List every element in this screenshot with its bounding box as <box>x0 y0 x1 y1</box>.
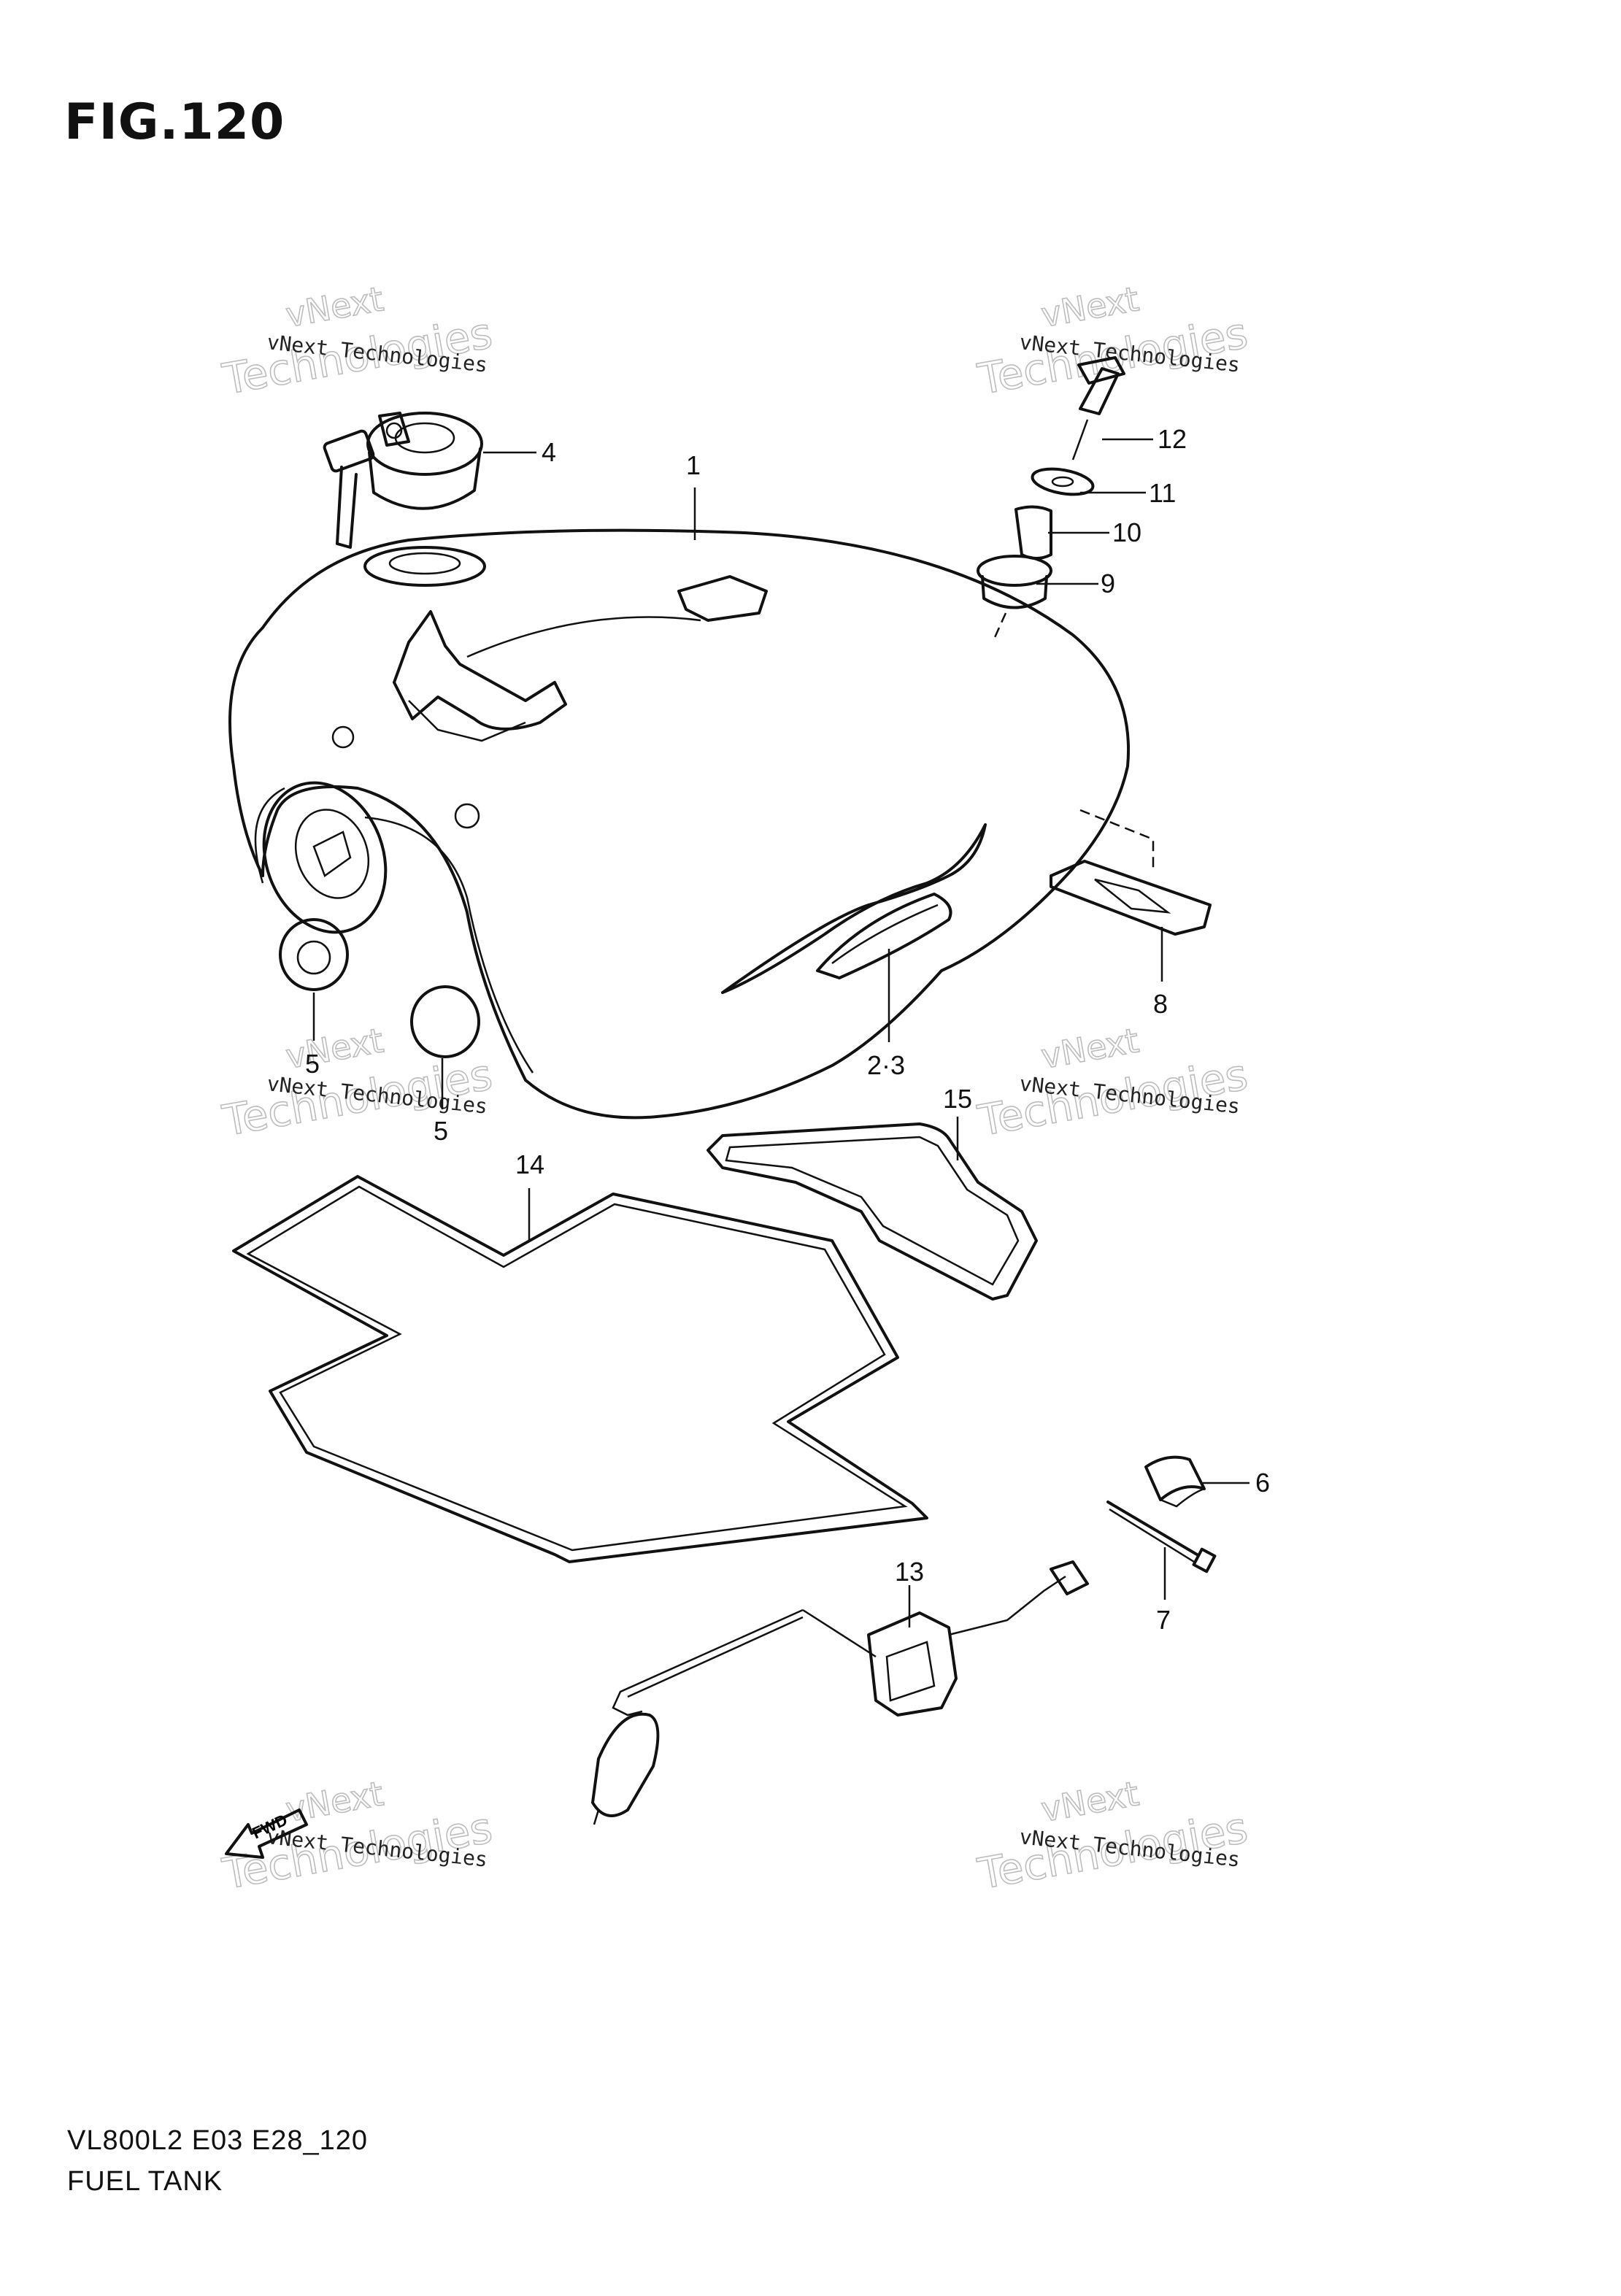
svg-text:vNext: vNext <box>1039 1773 1142 1830</box>
callout-2-3: 2·3 <box>867 1050 905 1080</box>
watermark-mid-left: vNext Technologies vNext Technologies <box>218 1020 496 1147</box>
svg-text:vNext: vNext <box>283 1773 387 1830</box>
seat-pad <box>1050 860 1212 936</box>
watermark-bottom-right: vNext Technologies vNext Technologies <box>974 1773 1252 1900</box>
callout-9: 9 <box>1101 569 1115 598</box>
callout-15: 15 <box>943 1084 972 1114</box>
callout-numbers: 4 1 12 11 10 9 8 2·3 5 5 14 15 6 7 13 <box>305 424 1270 1635</box>
figure-title: FIG.120 <box>64 93 285 151</box>
fuel-level-sender <box>591 1560 1089 1825</box>
callout-6: 6 <box>1255 1468 1270 1498</box>
callout-10: 10 <box>1112 517 1141 547</box>
mounting-bolt-stack <box>977 356 1125 643</box>
callout-8: 8 <box>1153 989 1168 1019</box>
section-name: FUEL TANK <box>67 2166 223 2197</box>
clamp <box>1144 1455 1206 1508</box>
cushion-left <box>279 918 349 991</box>
callout-7: 7 <box>1156 1605 1171 1635</box>
cable-band <box>1106 1501 1217 1573</box>
fuel-cap-with-keys <box>323 412 483 549</box>
svg-text:vNext: vNext <box>283 1020 387 1076</box>
leader-lines <box>312 438 1250 1627</box>
callout-12: 12 <box>1158 424 1187 454</box>
callout-5-right: 5 <box>434 1116 448 1146</box>
watermark-mid-right: vNext Technologies vNext Technologies <box>974 1020 1252 1147</box>
svg-text:vNext: vNext <box>1039 279 1142 335</box>
callout-1: 1 <box>686 450 701 480</box>
svg-text:vNext: vNext <box>283 279 387 335</box>
callout-5-left: 5 <box>305 1049 320 1079</box>
cushion-right <box>410 985 480 1058</box>
callout-14: 14 <box>515 1149 544 1179</box>
callout-13: 13 <box>895 1557 924 1587</box>
watermark-top-left: vNext Technologies vNext Technologies <box>218 279 496 405</box>
model-code: VL800L2 E03 E28_120 <box>67 2125 369 2156</box>
gasket-large <box>232 1175 928 1563</box>
callout-4: 4 <box>542 437 556 467</box>
gasket-small <box>706 1122 1038 1301</box>
fuel-tank-body <box>228 528 1155 1120</box>
callout-11: 11 <box>1149 478 1176 508</box>
svg-text:vNext: vNext <box>1039 1020 1142 1076</box>
